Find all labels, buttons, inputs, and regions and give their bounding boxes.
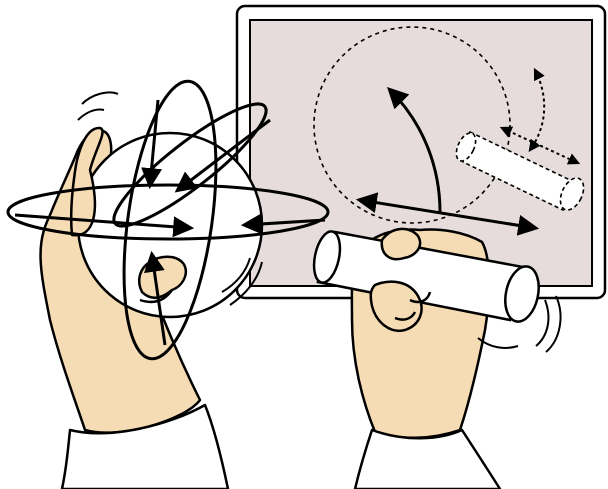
right-hand-thumb bbox=[382, 229, 420, 259]
right-hand-sleeve bbox=[355, 430, 500, 489]
